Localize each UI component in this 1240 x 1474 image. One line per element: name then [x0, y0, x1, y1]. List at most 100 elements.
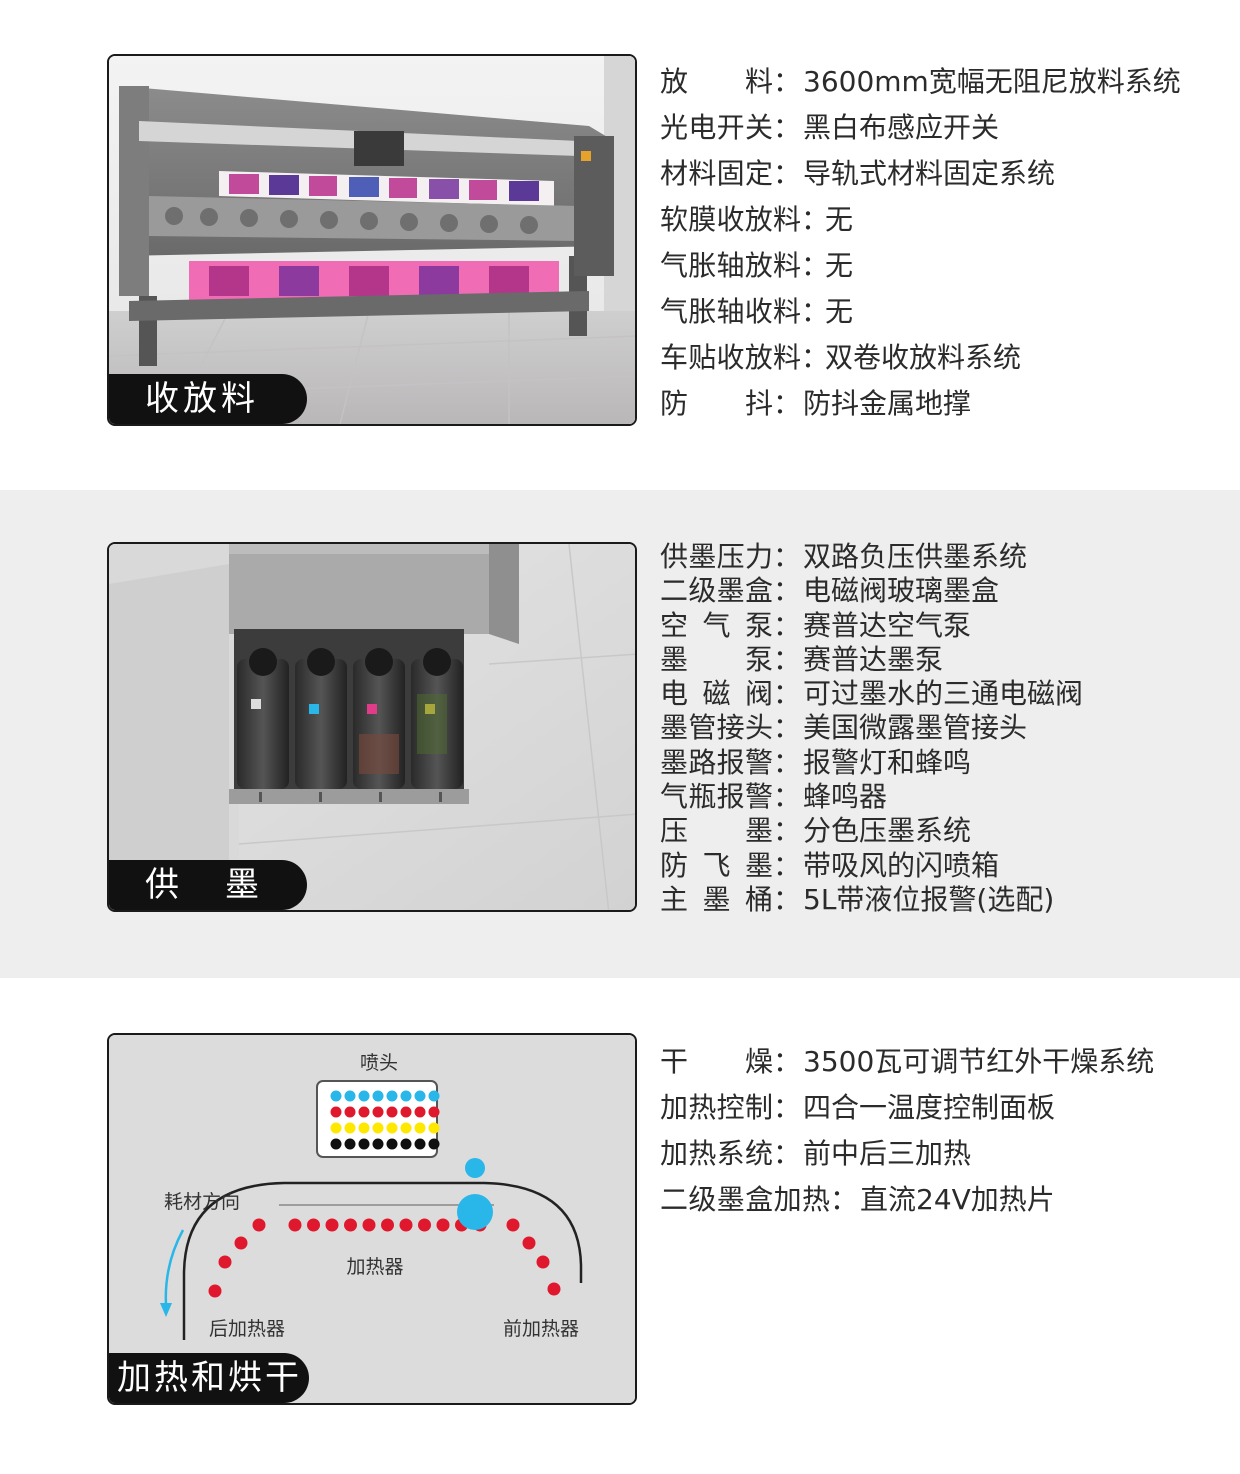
spec-key: 干燥 — [660, 1045, 773, 1078]
nozzle-dot — [330, 1138, 342, 1150]
spec-separator: ： — [773, 387, 802, 420]
spec-row: 压墨：分色压墨系统 — [660, 814, 1083, 848]
feed-arrow — [164, 1229, 185, 1306]
nozzle-dot — [358, 1122, 370, 1134]
nozzle-dot — [330, 1122, 342, 1134]
nozzle-dot — [400, 1122, 412, 1134]
heater-dot — [418, 1218, 431, 1232]
spec-value: 电磁阀玻璃墨盒 — [803, 574, 1000, 608]
spec-key: 空气泵 — [660, 608, 773, 642]
media-path — [182, 1181, 583, 1340]
spec-value: 防抖金属地撑 — [803, 387, 972, 420]
nozzle-dot — [400, 1138, 412, 1150]
section-ink-supply: 供墨 供墨压力：双路负压供墨系统 二级墨盒：电磁阀玻璃墨盒 空气泵：赛普达空气泵… — [0, 490, 1240, 978]
spec-row: 空气泵：赛普达空气泵 — [660, 609, 1083, 643]
spec-value: 无 — [825, 203, 854, 236]
spec-separator: ： — [773, 745, 802, 779]
spec-key: 软膜收放料 — [660, 203, 801, 236]
spec-key: 放料 — [660, 65, 773, 98]
nozzle-dot — [358, 1138, 370, 1150]
section-label: 收放料 — [109, 374, 307, 424]
spec-value: 赛普达墨泵 — [803, 642, 944, 676]
heater-dot — [399, 1218, 413, 1232]
nozzle-label: 喷头 — [360, 1052, 398, 1074]
nozzle-dot — [400, 1106, 412, 1118]
spec-row: 气胀轴放料：无 — [660, 246, 1181, 292]
spec-key: 墨泵 — [660, 642, 773, 676]
spec-key: 防飞墨 — [660, 848, 773, 882]
spec-value: 赛普达空气泵 — [803, 608, 972, 642]
heater-dot — [288, 1218, 302, 1232]
spec-separator: ： — [773, 848, 802, 882]
spec-separator: ： — [773, 882, 802, 916]
spec-value: 3600mm宽幅无阻尼放料系统 — [803, 65, 1181, 98]
spec-key: 供墨压力 — [660, 540, 773, 573]
spec-separator: ： — [773, 111, 802, 144]
section-label: 供墨 — [109, 860, 307, 910]
spec-row: 光电开关：黑白布感应开关 — [660, 108, 1181, 154]
spec-key: 二级墨盒 — [660, 574, 773, 608]
pinch-roller-small — [465, 1158, 485, 1178]
heater-dot — [436, 1218, 450, 1232]
section-feed-take-up: 收放料 放料：3600mm宽幅无阻尼放料系统 光电开关：黑白布感应开关 材料固定… — [0, 0, 1240, 490]
spec-value: 带吸风的闪喷箱 — [803, 848, 1000, 882]
spec-row: 材料固定：导轨式材料固定系统 — [660, 154, 1181, 200]
section-label: 加热和烘干 — [109, 1353, 309, 1403]
printer-photo — [109, 56, 635, 424]
spec-separator: ： — [801, 203, 830, 236]
nozzle-dot — [330, 1090, 342, 1102]
spec-value: 可过墨水的三通电磁阀 — [803, 677, 1084, 711]
spec-list-heating: 干燥：3500瓦可调节红外干燥系统 加热控制：四合一温度控制面板 加热系统：前中… — [660, 1042, 1154, 1226]
spec-separator: ： — [773, 157, 802, 190]
spec-key: 气胀轴收料 — [660, 295, 801, 328]
spec-row: 放料：3600mm宽幅无阻尼放料系统 — [660, 62, 1181, 108]
nozzle-dot — [358, 1090, 370, 1102]
heater-dot — [307, 1218, 320, 1232]
spec-row: 供墨压力：双路负压供墨系统 — [660, 540, 1083, 574]
heater-dots — [208, 1218, 561, 1298]
spec-value: 黑白布感应开关 — [803, 111, 1000, 144]
spec-value: 蜂鸣器 — [803, 780, 888, 814]
spec-row: 二级墨盒：电磁阀玻璃墨盒 — [660, 574, 1083, 608]
nozzle-dot — [428, 1138, 440, 1150]
spec-list-feed: 放料：3600mm宽幅无阻尼放料系统 光电开关：黑白布感应开关 材料固定：导轨式… — [660, 62, 1181, 430]
spec-key: 防抖 — [660, 387, 773, 420]
nozzle-dot — [344, 1122, 356, 1134]
nozzle-dot — [414, 1122, 426, 1134]
spec-value: 双路负压供墨系统 — [803, 540, 1028, 573]
spec-row: 气瓶报警：蜂鸣器 — [660, 780, 1083, 814]
nozzle-dot — [414, 1138, 426, 1150]
spec-row: 电磁阀：可过墨水的三通电磁阀 — [660, 677, 1083, 711]
spec-value: 3500瓦可调节红外干燥系统 — [803, 1045, 1155, 1078]
feed-arrow-head — [160, 1303, 172, 1317]
spec-key: 气瓶报警 — [660, 780, 773, 814]
heating-diagram-frame: 喷头 耗材方向 加热器 后加热器 前加热器 加热和烘干 — [107, 1033, 637, 1405]
section-label-char-1: 供 — [145, 865, 179, 905]
spec-separator: ： — [773, 1045, 802, 1078]
printer-photo-frame: 收放料 — [107, 54, 637, 426]
nozzle-dot — [386, 1122, 398, 1134]
spec-value: 导轨式材料固定系统 — [803, 157, 1056, 190]
heater-dot — [344, 1218, 357, 1232]
nozzle-dot — [386, 1090, 398, 1102]
heater-dot — [381, 1218, 394, 1232]
spec-row: 软膜收放料：无 — [660, 200, 1181, 246]
spec-row: 气胀轴收料：无 — [660, 292, 1181, 338]
spec-separator: ： — [773, 540, 802, 573]
nozzle-dot — [330, 1106, 342, 1118]
spec-row: 墨泵：赛普达墨泵 — [660, 643, 1083, 677]
heater-dot — [522, 1236, 536, 1250]
spec-separator: ： — [773, 780, 802, 814]
spec-row: 防抖：防抖金属地撑 — [660, 384, 1181, 430]
spec-value: 前中后三加热 — [803, 1137, 972, 1170]
feed-direction-label: 耗材方向 — [164, 1191, 240, 1213]
spec-value: 美国微露墨管接头 — [803, 711, 1028, 745]
ink-tanks-photo — [109, 544, 635, 910]
spec-separator: ： — [773, 711, 802, 745]
spec-row: 加热系统：前中后三加热 — [660, 1134, 1154, 1180]
spec-separator: ： — [773, 574, 802, 608]
heater-dot — [547, 1282, 561, 1296]
heater-dot — [325, 1218, 339, 1232]
spec-value: 直流24V加热片 — [860, 1183, 1055, 1216]
heating-diagram: 喷头 耗材方向 加热器 后加热器 前加热器 — [109, 1035, 635, 1403]
